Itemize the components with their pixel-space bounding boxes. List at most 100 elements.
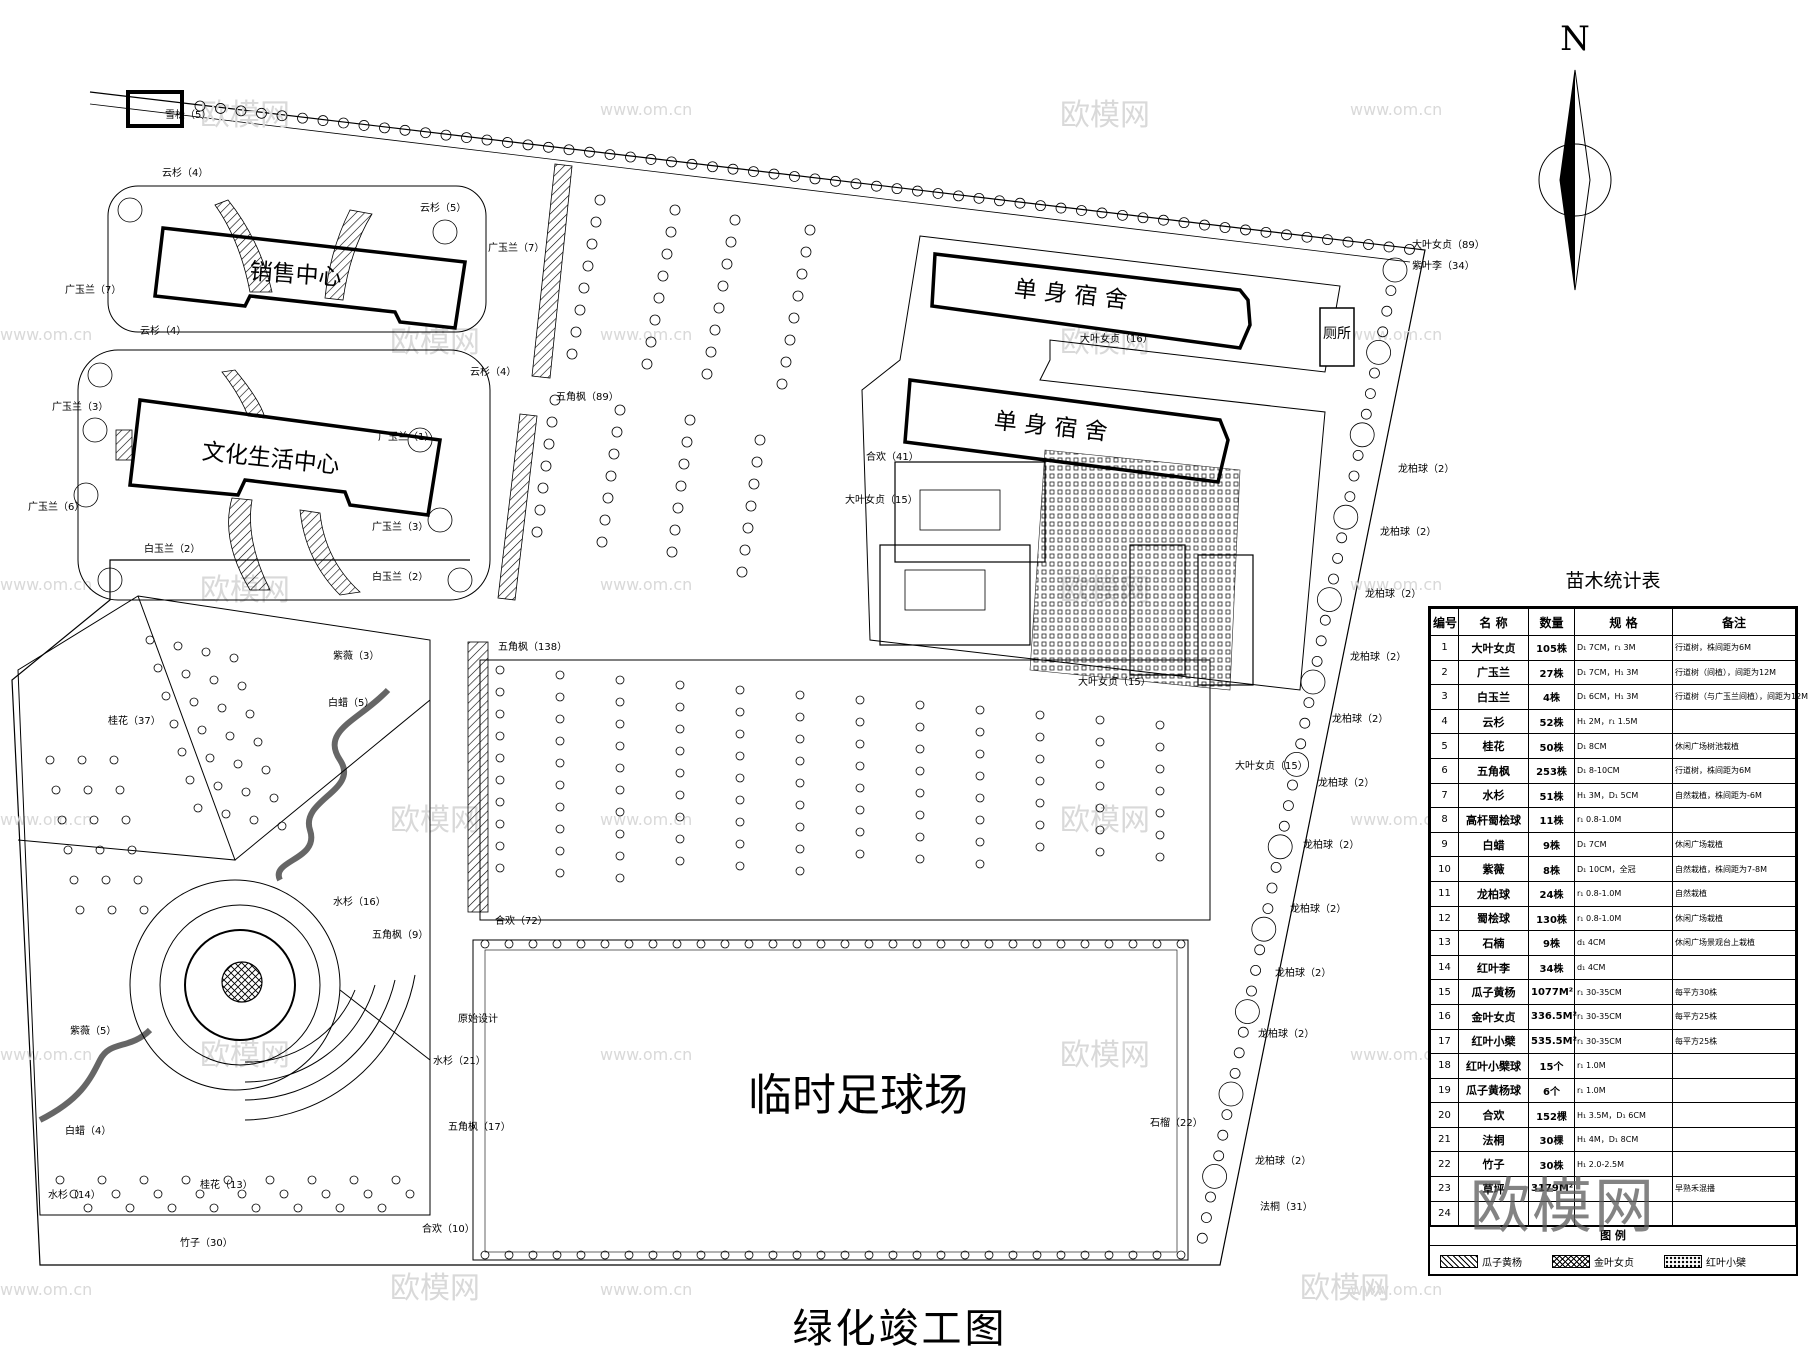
osmanthus-tree: [225, 731, 235, 741]
north-label: N: [1560, 19, 1590, 59]
plant-table-title: 苗木统计表: [1565, 570, 1661, 592]
hehuan-tree: [960, 1250, 970, 1260]
table-cell: 253株: [1528, 757, 1575, 784]
avenue-tree: [440, 129, 452, 141]
osmanthus-tree: [107, 905, 117, 915]
table-cell: 紫薇: [1458, 856, 1529, 882]
avenue-tree: [1281, 229, 1292, 241]
avenue-tree: [912, 185, 923, 197]
osmanthus-tree: [161, 691, 171, 701]
bamboo-tree: [125, 1203, 135, 1213]
legend-row: 瓜子黄杨金叶女贞红叶小檗: [1430, 1245, 1796, 1276]
osmanthus-tree: [233, 759, 243, 769]
hehuan-tree: [816, 1250, 826, 1260]
avenue-tree: [1278, 820, 1290, 832]
football-field-label: 临时足球场: [748, 1070, 968, 1121]
hehuan-tree: [672, 1250, 682, 1260]
table-cell: 2: [1430, 659, 1459, 686]
maple-tree: [555, 692, 565, 702]
table-cell: [1574, 1200, 1673, 1227]
dormitory-compound: [861, 235, 1355, 691]
maple-tree: [615, 697, 625, 707]
maple-tree: [915, 854, 925, 864]
avenue-tree: [768, 168, 780, 180]
maple-tree: [675, 746, 685, 756]
original-design-label: 原始设计: [458, 1012, 498, 1025]
maple-tree: [531, 526, 543, 538]
site-watermark: www.om.cn: [1350, 810, 1442, 829]
table-cell: 4: [1430, 708, 1459, 735]
bamboo-tree: [209, 1203, 219, 1213]
maple-tree: [495, 665, 505, 675]
site-watermark: www.om.cn: [600, 325, 692, 344]
maple-tree: [594, 194, 606, 206]
avenue-tree: [1303, 697, 1315, 708]
table-cell: r₁ 0.8-1.0M: [1574, 905, 1673, 932]
avenue-tree: [1369, 367, 1380, 379]
callout-wujiaofeng-c: 五角枫（9）: [372, 928, 428, 941]
table-cell: 7: [1430, 782, 1459, 809]
table-cell: H₁ 3M，D₁ 5CM: [1574, 782, 1673, 809]
avenue-tree: [317, 115, 329, 126]
maple-tree: [555, 802, 565, 812]
hehuan-tree: [1032, 939, 1042, 949]
avenue-tree: [1382, 257, 1408, 283]
table-cell: 4株: [1528, 684, 1575, 710]
callout-bala-b: 白蜡（4）: [65, 1124, 111, 1137]
maple-tree: [543, 438, 555, 450]
maple-tree: [915, 788, 925, 798]
bamboo-tree: [335, 1203, 345, 1213]
table-cell: [1458, 1200, 1529, 1227]
table-cell: 白玉兰: [1458, 684, 1529, 710]
table-cell: 1077M²: [1528, 979, 1575, 1005]
maple-tree: [495, 775, 505, 785]
maple-tree: [795, 712, 805, 722]
maple-tree: [800, 246, 812, 258]
hehuan-tree: [552, 939, 562, 949]
large-tree: [82, 417, 108, 443]
maple-tree: [795, 778, 805, 788]
avenue-tree: [1311, 656, 1323, 667]
maple-tree: [540, 460, 552, 472]
table-cell: 15: [1430, 979, 1459, 1005]
hehuan-tree: [864, 939, 874, 949]
table-cell: 每平方25株: [1672, 1028, 1796, 1055]
avenue-tree: [1267, 834, 1293, 860]
maple-tree: [975, 705, 985, 715]
hehuan-tree: [1152, 1250, 1162, 1260]
table-cell: 行道树，株间距为6M: [1672, 635, 1796, 661]
legend-swatch: [1664, 1254, 1702, 1268]
site-watermark: www.om.cn: [600, 810, 692, 829]
table-cell: 535.5M²: [1528, 1028, 1577, 1055]
avenue-tree: [1217, 1129, 1229, 1141]
callout-longbaiqiu-4: 龙柏球（2）: [1350, 650, 1406, 663]
avenue-tree: [1178, 217, 1190, 229]
bamboo-tree: [139, 1175, 149, 1185]
osmanthus-tree: [253, 737, 263, 747]
osmanthus-tree: [185, 775, 195, 785]
maple-tree: [915, 722, 925, 732]
hehuan-tree: [912, 939, 922, 949]
callout-longbaiqiu-7: 龙柏球（2）: [1303, 838, 1359, 851]
bamboo-tree: [279, 1189, 289, 1199]
osmanthus-tree: [51, 785, 61, 795]
table-cell: 9株: [1528, 930, 1575, 956]
table-cell: r₁ 0.8-1.0M: [1574, 807, 1673, 833]
maple-tree: [788, 312, 800, 324]
callout-guangyulan-c: 广玉兰（3）: [52, 400, 108, 413]
avenue-tree: [953, 190, 964, 202]
osmanthus-tree: [209, 675, 219, 685]
bamboo-tree: [265, 1175, 275, 1185]
osmanthus-tree: [213, 781, 223, 791]
avenue-tree: [1117, 209, 1128, 221]
osmanthus-tree: [95, 845, 105, 855]
table-cell: 18: [1430, 1053, 1459, 1079]
avenue-tree: [1348, 470, 1360, 482]
osmanthus-tree: [237, 681, 247, 691]
maple-tree: [615, 785, 625, 795]
large-tree: [87, 362, 113, 388]
